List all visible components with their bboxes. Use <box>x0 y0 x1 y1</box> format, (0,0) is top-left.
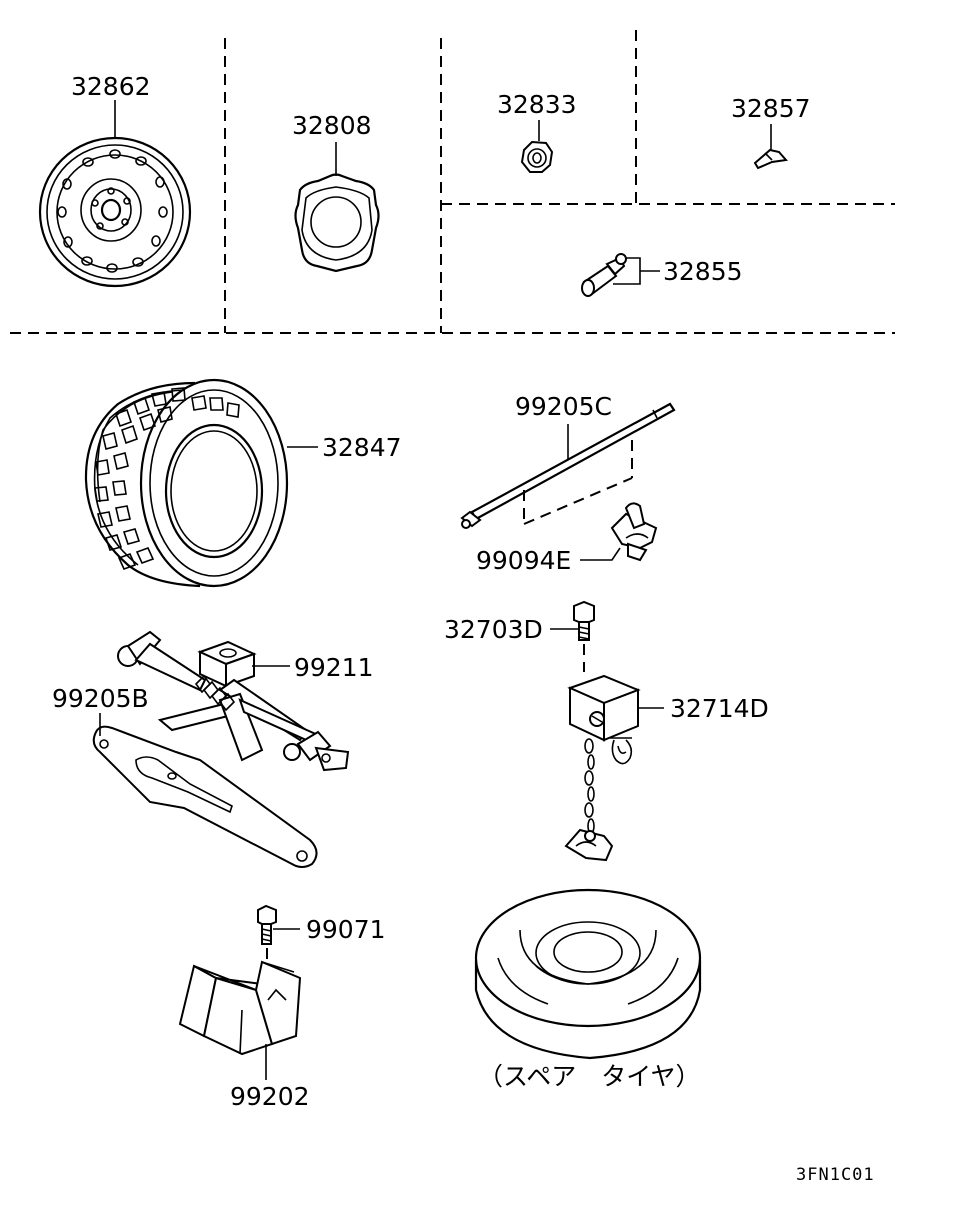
label-99094e: 99094E <box>476 546 571 575</box>
spare-tire-illustration <box>474 888 702 1060</box>
jack-bracket-illustration <box>178 960 302 1080</box>
label-32857: 32857 <box>731 94 811 123</box>
scissor-jack-illustration <box>117 630 350 772</box>
label-32862: 32862 <box>71 72 151 101</box>
label-99071: 99071 <box>306 915 386 944</box>
hanger-bolt-illustration <box>550 600 595 672</box>
tire-illustration <box>84 378 318 588</box>
label-32703d: 32703D <box>444 615 543 644</box>
label-32714d: 32714D <box>670 694 769 723</box>
label-99211: 99211 <box>294 653 374 682</box>
label-99202: 99202 <box>230 1082 310 1111</box>
label-32833: 32833 <box>497 90 577 119</box>
label-32847: 32847 <box>322 433 402 462</box>
label-32855: 32855 <box>663 257 743 286</box>
rod-clip-illustration <box>580 502 658 562</box>
wheel-wrench-illustration <box>92 713 318 868</box>
balance-weight-illustration <box>753 124 788 170</box>
diagram-code: 3FN1C01 <box>796 1165 875 1185</box>
section-dividers <box>10 30 895 334</box>
steel-wheel-illustration <box>38 100 192 288</box>
label-99205b: 99205B <box>52 684 149 713</box>
jack-rod-illustration <box>460 402 676 529</box>
tire-valve-illustration <box>581 253 660 297</box>
wheel-nut-illustration <box>520 120 554 173</box>
label-99205c: 99205C <box>515 392 612 421</box>
spare-tire-caption: （スペア タイヤ） <box>478 1062 701 1091</box>
spare-tire-hanger-illustration <box>564 674 664 862</box>
wheel-cap-illustration <box>294 142 380 273</box>
label-32808: 32808 <box>292 111 372 140</box>
